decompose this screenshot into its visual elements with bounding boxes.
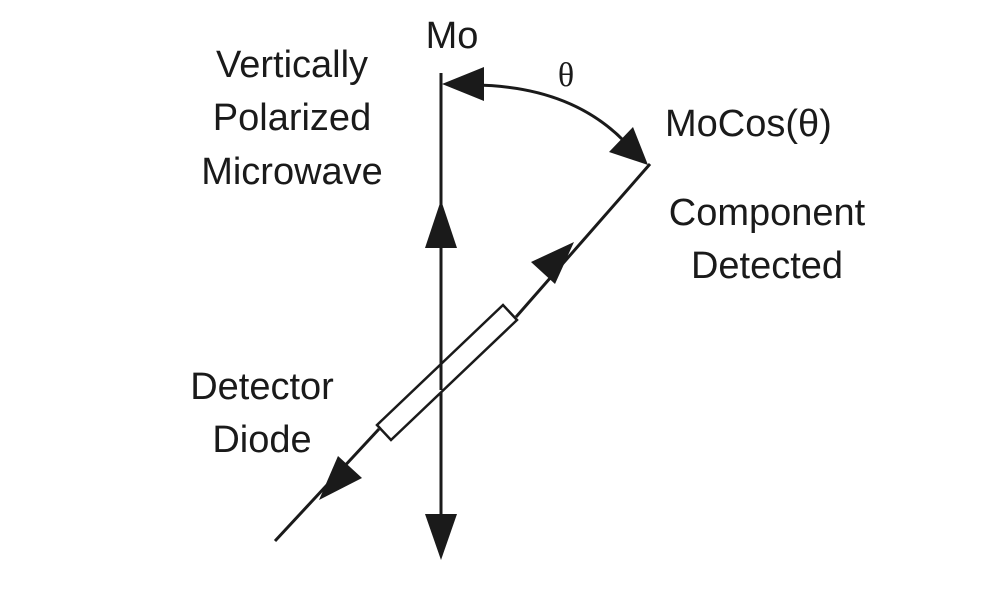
- vertical-down-arrowhead: [425, 514, 457, 560]
- detector-down-arrowhead: [319, 456, 362, 500]
- theta-angle-arc: [473, 83, 626, 143]
- component-detected-label-line-1: Component: [669, 192, 866, 234]
- detector-diode-body: [375, 303, 519, 442]
- arc-left-arrowhead: [442, 67, 484, 101]
- detector-axis-upper-line: [514, 163, 652, 318]
- mo-label: Mo: [426, 15, 479, 57]
- theta-label: θ: [558, 57, 574, 94]
- detector-diode-label-line-1: Detector: [190, 366, 334, 408]
- mo-cos-theta-label: MoCos(θ): [665, 103, 832, 145]
- component-up-arrowhead: [531, 242, 574, 284]
- arc-right-arrowhead: [609, 127, 648, 165]
- vertical-polarized-label-line-2: Polarized: [213, 97, 371, 139]
- vertical-polarized-label-line-3: Microwave: [201, 151, 383, 193]
- vertical-up-arrowhead: [425, 200, 457, 248]
- component-detected-label-line-2: Detected: [691, 245, 843, 287]
- vertical-polarized-label-line-1: Vertically: [216, 44, 368, 86]
- detector-diode-label-line-2: Diode: [212, 419, 311, 461]
